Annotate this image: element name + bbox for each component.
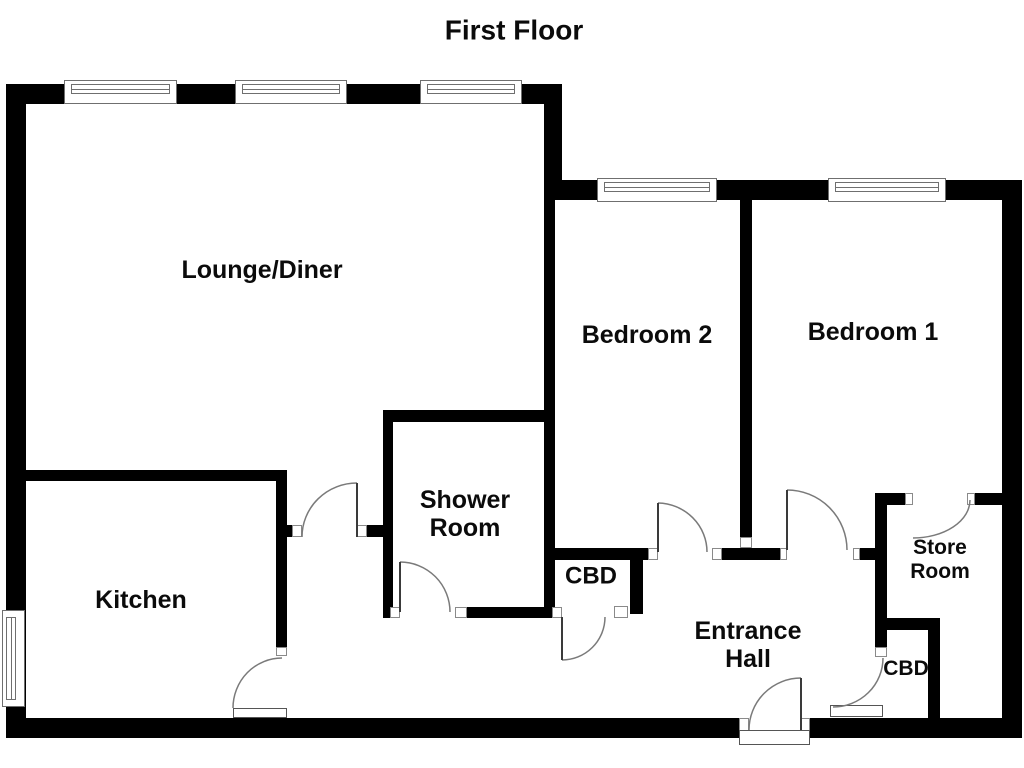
door-jamb — [967, 493, 975, 505]
door-jamb — [390, 607, 400, 618]
door-jamb — [455, 607, 467, 618]
room-label-store-room: Store Room — [910, 535, 970, 583]
wall-bedrooms-bottom-mid — [722, 548, 780, 560]
door-arc-kitchen — [232, 657, 283, 709]
door-arc-bedroom-2 — [657, 502, 708, 553]
wall-shower-bottom-right — [455, 607, 552, 618]
door-arc-cbd-hall — [561, 616, 606, 661]
door-arc-bedroom-1 — [786, 489, 848, 551]
room-label-cbd-hall: CBD — [565, 562, 617, 590]
door-jamb — [276, 647, 287, 656]
wall-lounge-bedroom2-divider — [544, 84, 562, 200]
wall-store-left — [875, 493, 887, 647]
door-jamb — [552, 607, 562, 618]
door-arc-cbd-store — [832, 657, 884, 708]
door-leaf-kitchen — [233, 708, 287, 718]
wall-cbd-store-right — [928, 618, 940, 718]
door-arc-store — [912, 499, 971, 539]
room-label-bedroom-2: Bedroom 2 — [581, 321, 713, 349]
room-label-entrance-hall: Entrance Hall — [694, 617, 802, 673]
door-jamb — [853, 548, 860, 560]
window-sash — [427, 84, 515, 94]
window-sash — [71, 84, 170, 94]
window-kitchen — [2, 610, 25, 707]
window-sash — [835, 182, 939, 192]
wall-store-top-right — [967, 493, 1002, 505]
wall-cbd-hall-right — [630, 556, 643, 614]
door-jamb — [614, 606, 628, 618]
door-leaf-cbd-store — [830, 705, 883, 717]
wall-lounge-shower-divider — [544, 200, 555, 618]
window-sash — [6, 617, 16, 700]
window-lounge-2 — [235, 80, 347, 104]
room-label-lounge-diner: Lounge/Diner — [181, 256, 343, 284]
door-jamb — [780, 548, 787, 560]
window-bedroom-2 — [597, 178, 717, 202]
page-title: First Floor — [444, 14, 584, 46]
room-label-kitchen: Kitchen — [95, 586, 187, 614]
wall-kitchen-right — [276, 470, 287, 647]
door-arc-shower — [399, 561, 451, 613]
wall-shower-left — [383, 410, 393, 618]
wall-outer-bottom — [6, 718, 1022, 738]
wall-outer-left — [6, 84, 26, 738]
wall-outer-right — [1002, 180, 1022, 738]
window-bedroom-1 — [828, 178, 946, 202]
door-jamb — [357, 525, 367, 537]
window-lounge-1 — [64, 80, 177, 104]
front-door-threshold — [739, 730, 810, 745]
wall-bedrooms-bottom-left — [544, 548, 648, 560]
window-sash — [604, 182, 710, 192]
door-jamb — [648, 548, 658, 560]
wall-shower-top — [383, 410, 555, 422]
window-sash — [242, 84, 340, 94]
room-label-cbd-store: CBD — [883, 656, 929, 680]
door-arc-lounge — [301, 482, 358, 538]
door-jamb — [712, 548, 722, 560]
door-jamb — [875, 647, 887, 657]
room-label-bedroom-1: Bedroom 1 — [807, 318, 939, 346]
room-label-shower-room: Shower Room — [419, 486, 511, 542]
door-jamb — [905, 493, 913, 505]
wall-kitchen-top — [6, 470, 287, 481]
door-jamb — [740, 537, 752, 548]
door-jamb — [292, 525, 302, 537]
window-lounge-3 — [420, 80, 522, 104]
wall-store-bottom — [875, 618, 940, 630]
wall-bedroom-divider — [740, 200, 752, 548]
